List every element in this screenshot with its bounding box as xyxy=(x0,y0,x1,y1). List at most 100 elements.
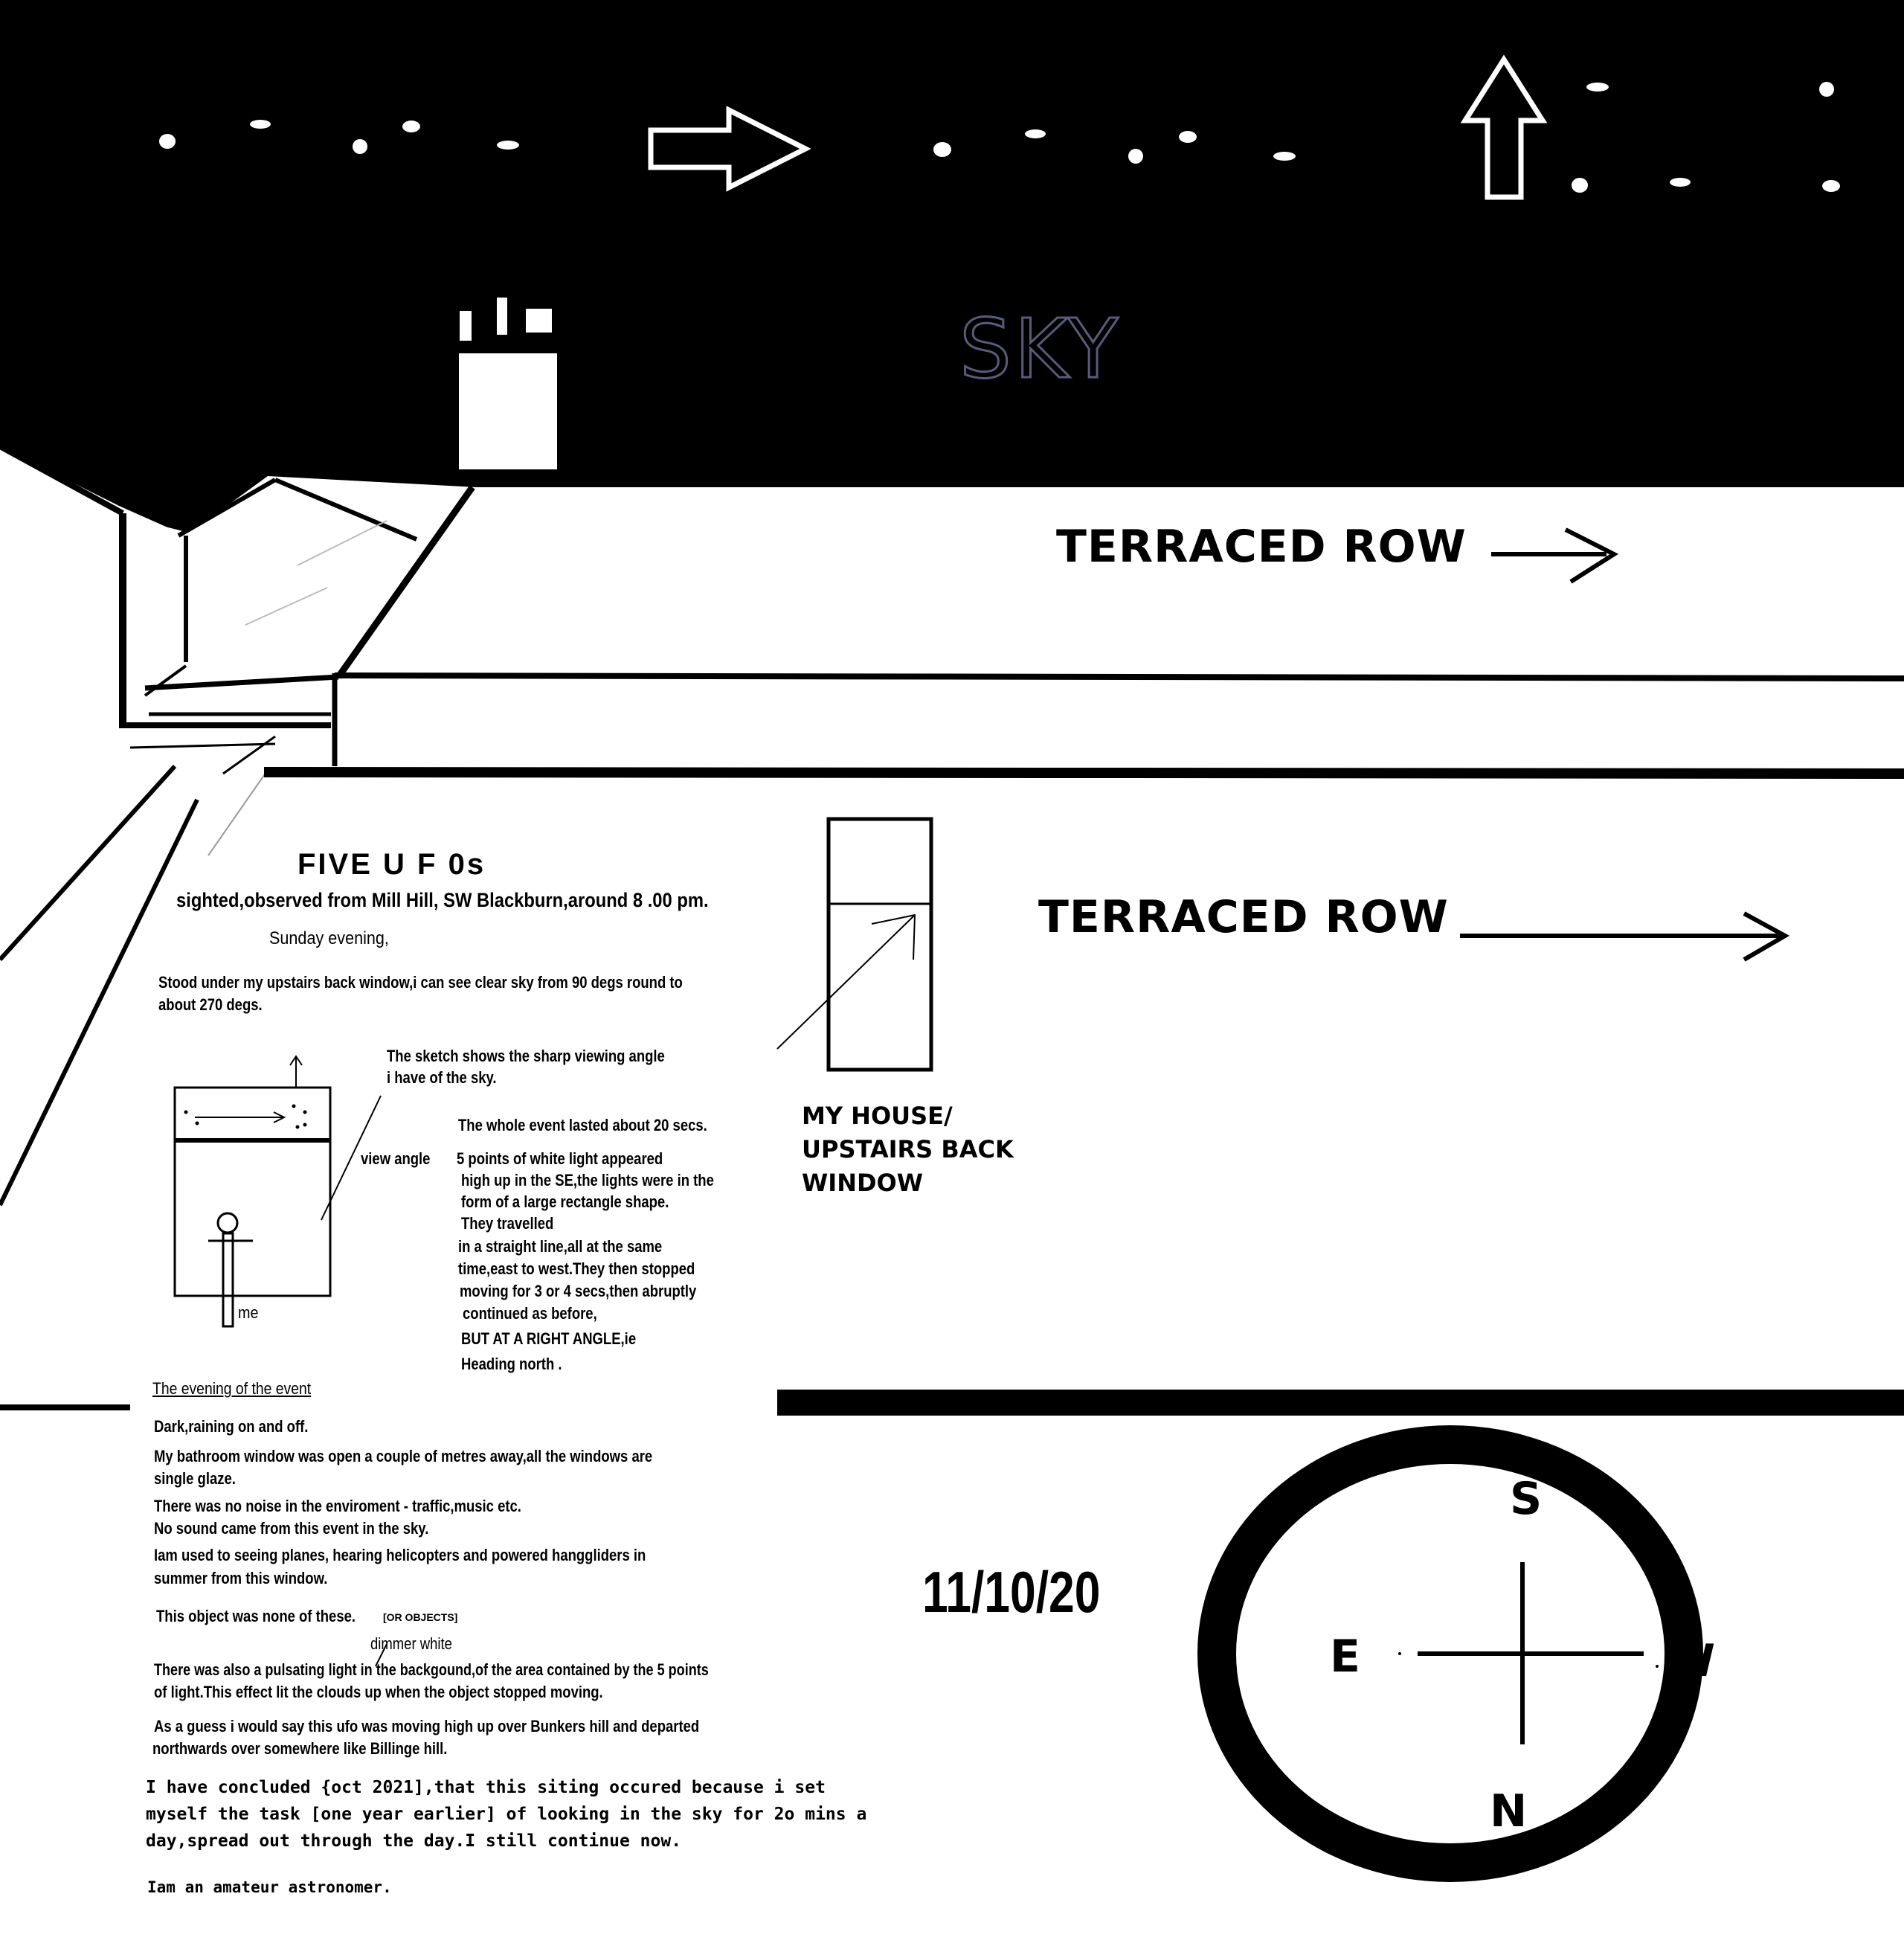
me-label: me xyxy=(238,1303,259,1322)
left-house-sketch-1 xyxy=(222,735,276,775)
house-label-line-3: WINDOW xyxy=(802,1169,924,1197)
description-line-5: in a straight line,all at the same xyxy=(458,1237,663,1256)
terraced-row-1-label: TERRACED ROW xyxy=(1056,521,1467,573)
noise-line-2: No sound came from this event in the sky… xyxy=(154,1519,429,1538)
dimmer-white: dimmer white xyxy=(370,1634,452,1653)
street-sketch-2 xyxy=(297,520,387,566)
gable-line-1 xyxy=(177,478,277,538)
sighting-date: 11/10/20 xyxy=(922,1559,1101,1625)
sky-label: SKY xyxy=(958,301,1122,398)
chimney-pot-3 xyxy=(526,309,552,333)
description-line-3: form of a large rectangle shape. xyxy=(461,1192,669,1211)
astronomer-text: Iam an amateur astronomer. xyxy=(147,1878,392,1896)
light-point xyxy=(497,141,519,150)
report-day: Sunday evening, xyxy=(269,928,389,948)
sketch-caption-1: The sketch shows the sharp viewing angle xyxy=(387,1047,665,1065)
house-label-line-2: UPSTAIRS BACK xyxy=(802,1135,1014,1163)
light-point xyxy=(353,139,367,154)
description-line-1: 5 points of white light appeared xyxy=(457,1149,663,1168)
street-line-1 xyxy=(0,764,177,962)
chimney-pot-2 xyxy=(497,298,507,335)
intro-line-2: about 270 degs. xyxy=(158,995,263,1014)
light-point xyxy=(1572,178,1588,193)
terraced-row-1 xyxy=(350,487,1904,675)
guess-line-2: northwards over somewhere like Billinge … xyxy=(152,1739,448,1758)
none-of-these: This object was none of these. xyxy=(156,1607,356,1625)
terraced-row-2-arrow xyxy=(1460,911,1790,962)
light-point xyxy=(1819,82,1834,97)
viewing-angle-sketch xyxy=(173,1055,382,1328)
compass xyxy=(1197,1425,1703,1882)
terraced-row-1-arrow xyxy=(1491,527,1619,584)
east-to-west-arrow xyxy=(648,106,811,192)
light-point xyxy=(250,120,271,129)
night-sky xyxy=(0,0,1904,487)
description-line-8: continued as before, xyxy=(463,1304,597,1323)
street-sketch-1 xyxy=(208,769,268,856)
bathroom-line-1: My bathroom window was open a couple of … xyxy=(154,1447,653,1465)
light-point xyxy=(1670,178,1691,187)
left-house-ledge-2 xyxy=(144,664,187,697)
report-title: FIVE U F 0s xyxy=(298,848,486,881)
light-point xyxy=(1128,149,1143,164)
guess-line-1: As a guess i would say this ufo was movi… xyxy=(154,1717,700,1735)
street-line-3 xyxy=(21,1111,46,1161)
dimmer-white-pointer xyxy=(375,1643,387,1667)
my-house-label: MY HOUSE/ UPSTAIRS BACK WINDOW xyxy=(802,1099,1014,1200)
view-angle-line xyxy=(321,1095,382,1221)
left-house-sketch-2 xyxy=(129,742,276,749)
chimney-stack xyxy=(459,353,557,469)
terrace-line-1 xyxy=(334,672,1904,681)
roof-edge-line xyxy=(0,443,124,516)
left-house-ledge-1 xyxy=(144,674,339,691)
weather-text: Dark,raining on and off. xyxy=(154,1417,309,1436)
light-point xyxy=(1273,152,1296,161)
heading-north-arrow xyxy=(1460,54,1548,200)
person-icon xyxy=(216,1212,239,1234)
description-line-10: Heading north . xyxy=(461,1355,562,1373)
sketch-caption-2: i have of the sky. xyxy=(387,1068,497,1087)
window-view-line xyxy=(776,914,916,1050)
conclusion-line-2: myself the task [one year earlier] of lo… xyxy=(146,1805,867,1824)
description-line-9: BUT AT A RIGHT ANGLE,ie xyxy=(461,1329,637,1348)
conclusion-line-3: day,spread out through the day.I still c… xyxy=(146,1831,682,1851)
conclusion-line-1: I have concluded {oct 2021],that this si… xyxy=(146,1778,826,1797)
intro-line-1: Stood under my upstairs back window,i ca… xyxy=(158,973,683,992)
light-point xyxy=(1822,180,1840,192)
ufo-lights-end xyxy=(1572,82,1840,193)
street-sketch-3 xyxy=(245,587,328,626)
noise-line-1: There was no noise in the enviroment - t… xyxy=(154,1497,521,1515)
duration-text: The whole event lasted about 20 secs. xyxy=(458,1116,707,1134)
description-line-6: time,east to west.They then stopped xyxy=(458,1259,695,1278)
description-line-2: high up in the SE,the lights were in the xyxy=(461,1171,714,1189)
terraced-row-2-label: TERRACED ROW xyxy=(1038,891,1449,943)
terrace-line-2 xyxy=(263,767,1904,779)
pulsating-line-2: of light.This effect lit the clouds up w… xyxy=(154,1683,603,1701)
planes-line-2: summer from this window. xyxy=(154,1569,328,1587)
pulsating-line-1: There was also a pulsating light in the … xyxy=(154,1660,709,1679)
planes-line-1: Iam used to seeing planes, hearing helic… xyxy=(154,1546,646,1564)
ufo-lights-middle xyxy=(933,129,1296,164)
my-house-window xyxy=(776,817,933,1072)
gable-line-2 xyxy=(274,478,418,542)
light-point xyxy=(402,121,420,132)
compass-west: W xyxy=(1666,1635,1716,1687)
light-point xyxy=(1586,83,1609,91)
roof-slope-line xyxy=(335,485,475,679)
description-line-4: They travelled xyxy=(461,1214,554,1233)
compass-south: S xyxy=(1510,1473,1543,1525)
or-objects: [OR OBJECTS] xyxy=(383,1611,458,1623)
compass-north: N xyxy=(1490,1785,1528,1837)
compass-east: E xyxy=(1330,1631,1360,1683)
view-angle-label: view angle xyxy=(361,1149,431,1168)
light-point xyxy=(933,142,951,157)
description-line-7: moving for 3 or 4 secs,then abruptly xyxy=(460,1282,697,1300)
house-label-line-1: MY HOUSE/ xyxy=(802,1102,953,1130)
evening-heading: The evening of the event xyxy=(152,1379,312,1398)
light-point xyxy=(1025,129,1046,138)
light-point xyxy=(159,134,176,149)
bathroom-line-2: single glaze. xyxy=(154,1469,236,1488)
chimney-pot-1 xyxy=(460,311,472,341)
terrace-line-3 xyxy=(777,1390,1904,1416)
